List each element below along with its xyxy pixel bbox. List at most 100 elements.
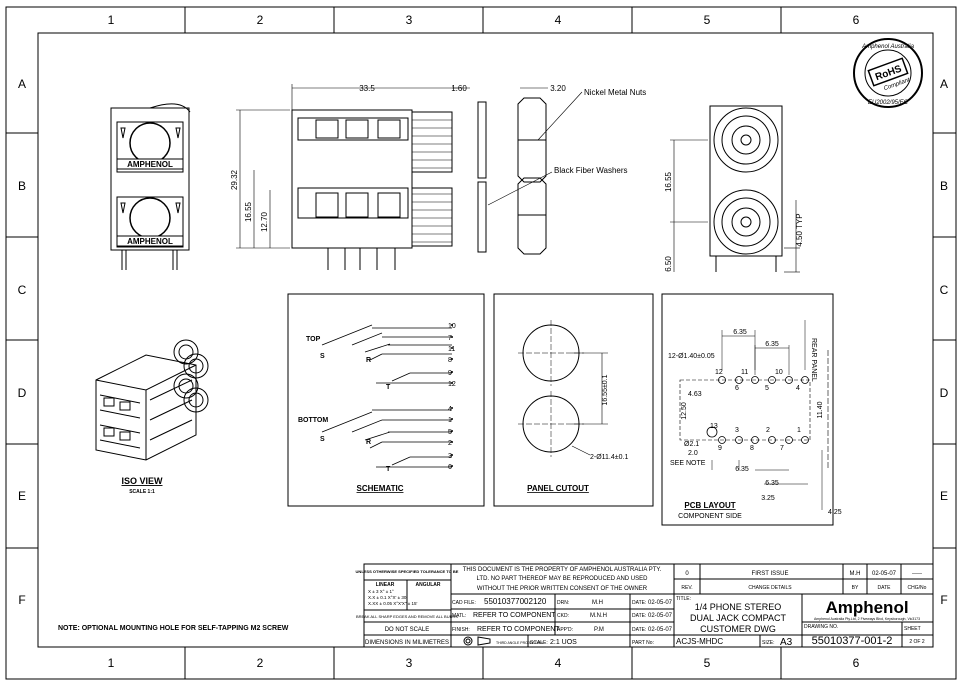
pin-number: 9 [448,370,452,377]
tb-title-line: 1/4 PHONE STEREO [695,602,782,612]
schematic-label-bottom: BOTTOM [298,417,328,424]
tb-tol-row: X.X ± 0.1 X°X' ± 30' [368,595,407,600]
pcb-dim: 6.35 [733,329,747,336]
pcb-dim: 6.35 [765,480,779,487]
pcb-dim: 2.0 [688,450,698,457]
rear-view [670,105,800,273]
tb-label: APP'D: [557,627,573,633]
tb-label: REV. [681,585,692,591]
tb-partno: ACJS-MHDC [676,637,723,646]
callout-washers: Black Fiber Washers [554,166,628,175]
tb-scale: 2:1 UOS [550,639,577,646]
col-label: 4 [555,13,562,27]
pcb-pin: 2 [766,427,770,434]
dim-label: 33.5 [359,84,375,93]
side-view [236,84,470,270]
pin-number: 3 [448,453,452,460]
tb-cad-file: 55010377002120 [484,597,547,606]
pcb-dim: 6.35 [735,466,749,473]
tb-label: SIZE: [762,640,775,646]
col-label: 4 [555,656,562,670]
row-label: C [940,283,949,297]
pcb-pin: 3 [735,427,739,434]
row-label: F [940,593,947,607]
col-label: 1 [108,13,115,27]
pcb-dim: 4.63 [688,391,702,398]
schematic-label: R [366,439,371,446]
pcb-pin: 1 [797,427,801,434]
tb-matl: REFER TO COMPONENT [473,612,556,619]
tb-label: DATE [878,585,892,591]
tb-tol-row: X ± 3 X° ± 1° [368,589,394,594]
tb-label: BY [852,585,859,591]
tb-label: DRAWING NO. [804,624,838,630]
callout-nuts: Nickel Metal Nuts [584,88,646,97]
dim-label: 6.50 [664,256,673,272]
dim-label: 16.55 [244,201,253,222]
pcb-dim: 6.35 [765,341,779,348]
tb-size: A3 [780,637,793,648]
row-label: A [940,77,948,91]
dim-label: 16.55±0.1 [602,374,609,405]
schematic-label-top: TOP [306,336,321,343]
pcb-dim: 12.50 [681,402,688,420]
tb-property: LTD. NO PART THEREOF MAY BE REPRODUCED A… [477,576,649,582]
row-label: B [18,179,26,193]
schematic [287,293,485,507]
title-block [363,563,934,648]
pcb-dim: 3.25 [761,495,775,502]
schematic-title: SCHEMATIC [357,484,404,493]
pcb-dim: Ø2.1 [684,441,699,448]
rohs-text: Amphenol Australia [861,44,914,50]
rohs-text: EU2002/95/EC [868,100,909,106]
dim-label: 4.50 TYP [795,213,804,246]
pcb-subtitle: COMPONENT SIDE [678,513,742,520]
tb-property: THIS DOCUMENT IS THE PROPERTY OF AMPHENO… [463,567,662,573]
pcb-rear-panel: REAR PANEL [810,338,817,382]
row-label: A [18,77,26,91]
row-label: D [940,386,949,400]
tb-label: TITLE: [676,596,691,602]
pcb-note: SEE NOTE [670,460,706,467]
tb-title-line: CUSTOMER DWG [700,624,776,634]
col-label: 5 [704,656,711,670]
row-label: D [18,386,27,400]
tb-label: DATE: [632,600,646,606]
tb-tol-title: UNLESS OTHERWISE SPECIFIED TOLERANCE TO … [356,569,459,574]
tb-dimensions: DIMENSIONS IN MILIMETRES [365,640,449,646]
col-label: 6 [853,13,860,27]
tb-address: Amphenol Australia Pty.Ltd, 2 Fiveways B… [814,617,920,621]
row-label: C [18,283,27,297]
pcb-pin: 8 [750,445,754,452]
brand-label: AMPHENOL [127,237,173,246]
tb-title-line: DUAL JACK COMPACT [690,613,787,623]
pin-number: 6 [448,464,452,471]
pcb-pin: 5 [765,385,769,392]
col-label: 2 [257,13,264,27]
row-label: E [18,489,26,503]
schematic-label: T [386,466,391,473]
pin-number: 2 [448,440,452,447]
tb-company: Amphenol [825,598,908,617]
row-label: F [18,593,25,607]
tb-drn: M.H [592,600,603,606]
tb-label: DRN: [557,600,569,606]
pcb-layout [661,293,834,526]
pin-number: 4 [448,406,452,413]
col-label: 3 [406,656,413,670]
tb-rev-date: 02-05-07 [872,571,897,577]
pcb-pin: 10 [775,369,783,376]
pcb-pin: 9 [718,445,722,452]
pcb-title: PCB LAYOUT [684,501,735,510]
pcb-pin: 12 [715,369,723,376]
tb-do-not-scale: DO NOT SCALE [385,627,430,633]
col-label: 1 [108,656,115,670]
tb-linear: LINEAR [376,582,395,588]
tb-label: DATE: [632,613,646,619]
pcb-pin: 13 [710,423,718,430]
pcb-pin: 4 [796,385,800,392]
pin-number: 5 [448,429,452,436]
tb-change: FIRST ISSUE [752,571,789,577]
iso-scale: SCALE 1:1 [129,489,155,495]
